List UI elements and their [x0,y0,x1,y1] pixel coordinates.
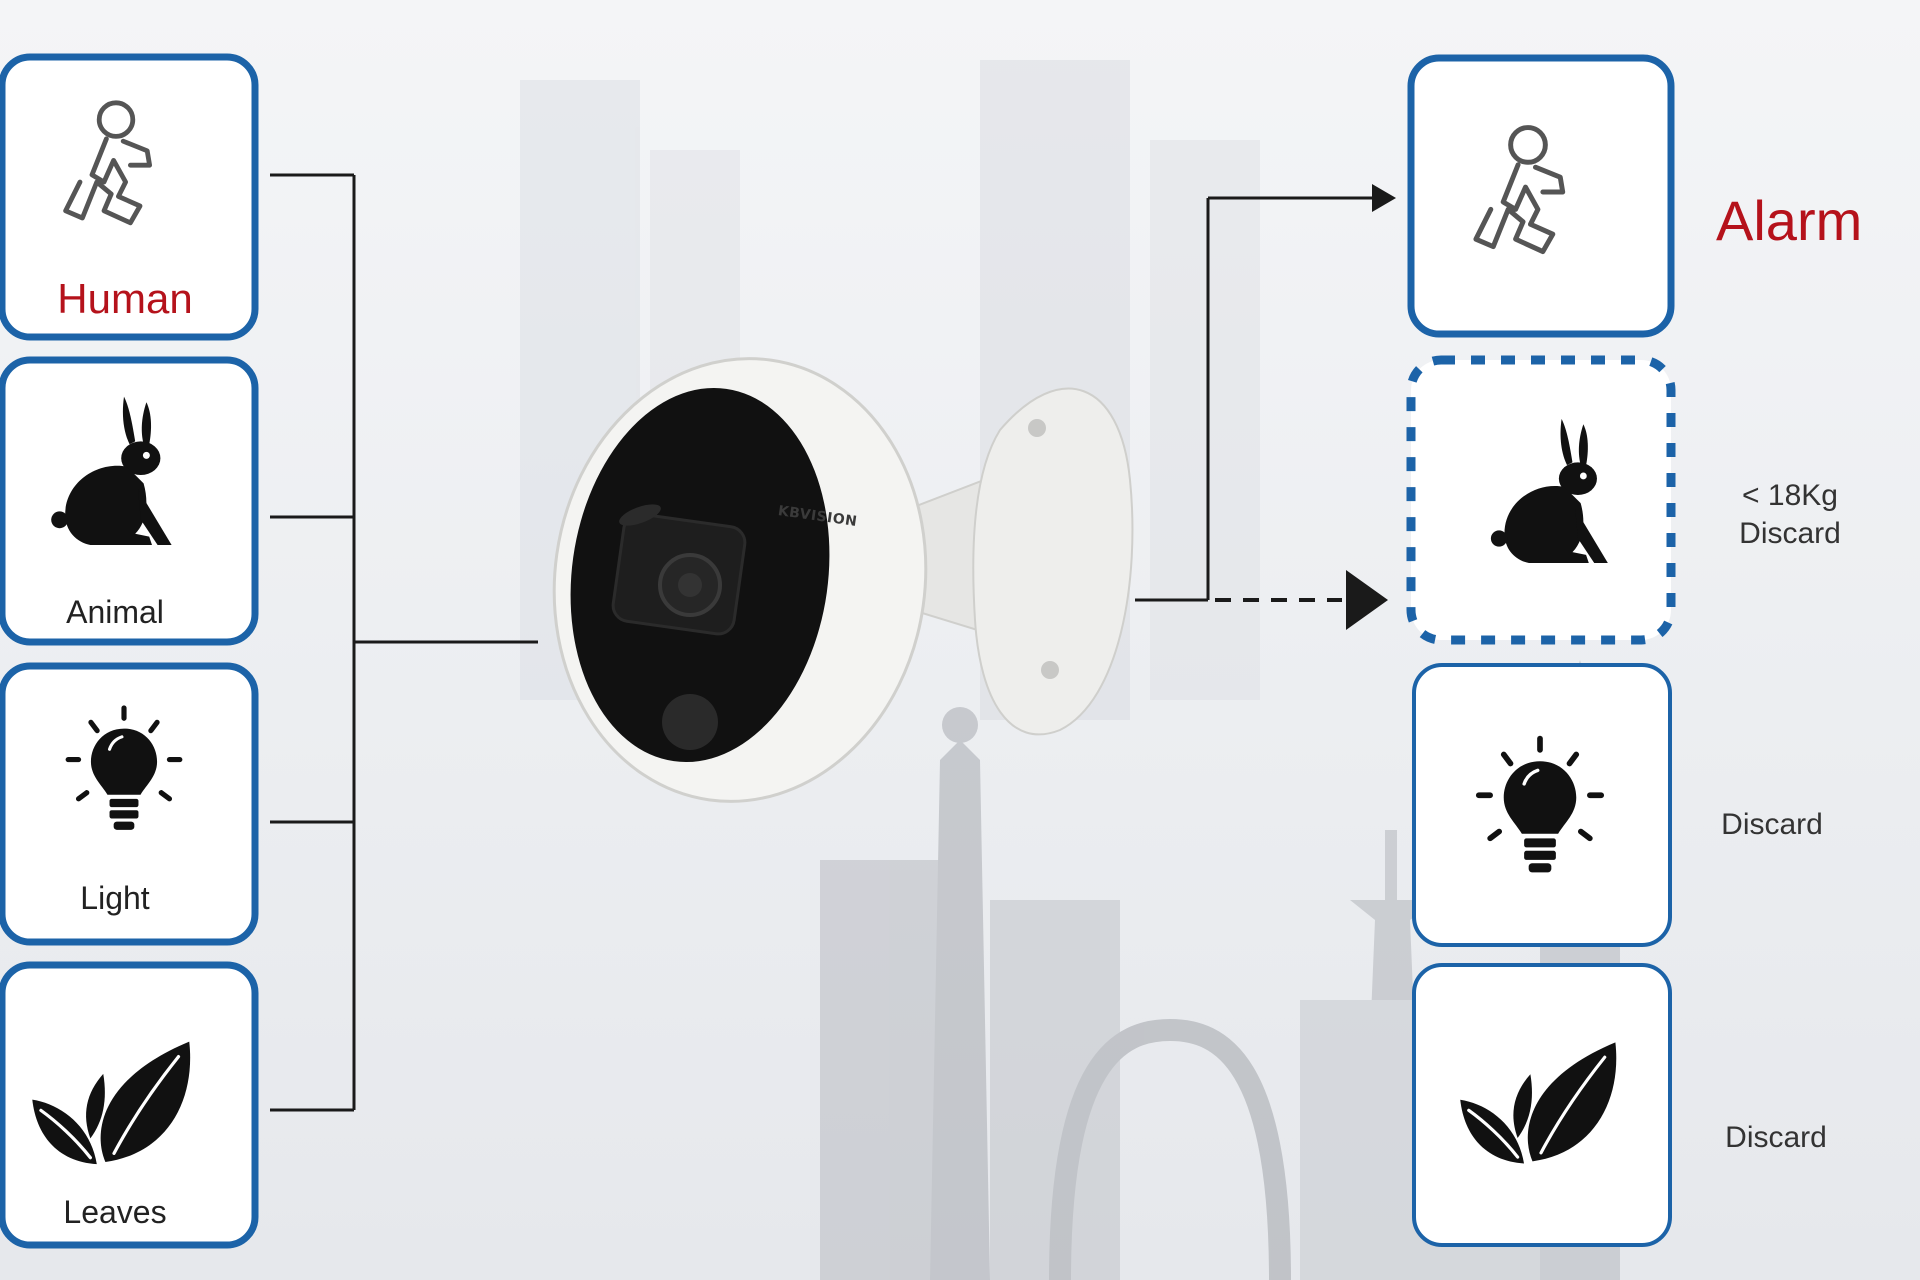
output-result-animal: < 18Kg Discard [1739,479,1841,550]
input-label-animal: Animal [66,594,164,630]
alarm-arrow-head [1372,184,1396,212]
output-result-leaves: Discard [1725,1121,1827,1154]
discard-arrow-head [1346,570,1388,630]
input-label-leaves: Leaves [63,1194,167,1230]
camera [552,357,1134,803]
output-result-alarm: Alarm [1716,189,1863,252]
output-box-animal [1406,355,1676,645]
input-box-leaves [0,961,259,1249]
output-box-light [1412,663,1672,947]
output-connector [1135,196,1372,602]
output-result-light: Discard [1721,808,1823,841]
output-box-human [1407,54,1675,338]
input-label-light: Light [80,880,150,916]
input-connector [270,173,538,1112]
input-box-light [0,662,259,946]
input-label-human: Human [57,275,193,322]
output-box-leaves [1412,963,1672,1247]
input-box-human [0,53,259,341]
input-box-animal [0,356,259,646]
